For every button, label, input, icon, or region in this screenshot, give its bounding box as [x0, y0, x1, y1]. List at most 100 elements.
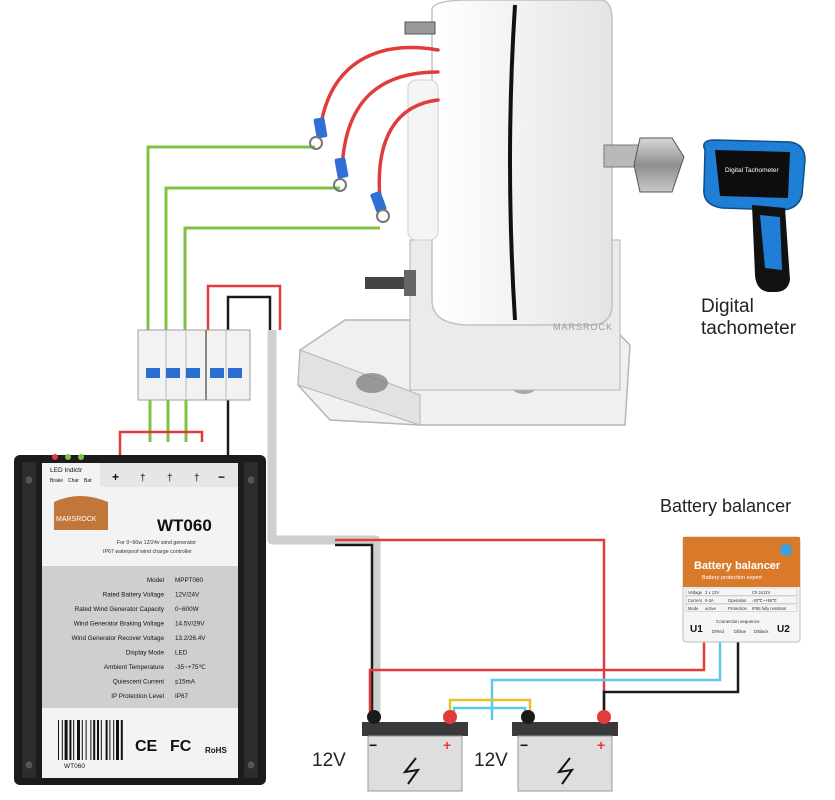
tachometer-label-line2: tachometer — [701, 318, 797, 339]
breaker-lever-2[interactable] — [166, 368, 180, 378]
breaker-lever-1[interactable] — [146, 368, 160, 378]
spec-label: Display Mode — [126, 650, 165, 657]
controller-breaker-wires — [118, 284, 282, 455]
pin-label-2: D/blue — [734, 629, 747, 634]
barcode-bar — [105, 720, 108, 760]
spec-value: IP67 — [175, 693, 188, 700]
brand-text: MARSROCK — [56, 516, 97, 523]
led-label-brake: Brake — [50, 478, 63, 484]
spec-value: 14.5V/29V — [175, 621, 205, 628]
spec-label: Wind Generator Braking Voltage — [74, 621, 165, 628]
spec-value: -35~+75℃ — [175, 664, 206, 671]
balancer-table-cell: Current — [688, 598, 703, 603]
pin-label-3: D/Black — [754, 629, 769, 634]
battery-1-neg: − — [369, 737, 377, 753]
barcode-bar — [61, 720, 63, 760]
battery-2: − + — [512, 710, 618, 792]
terminal-label-pos: + — [112, 470, 119, 484]
balancer-table-row — [685, 595, 798, 604]
generator-housing — [431, 0, 613, 326]
shaft-nut — [633, 137, 685, 193]
spec-value: 12V/24V — [175, 592, 200, 599]
balancer-table-cell: Voltage — [688, 590, 703, 595]
terminal-label-ac3: † — [194, 473, 200, 484]
subtitle-line-1: For 0~60w 12/24v wind generator — [117, 540, 196, 546]
spec-value: 0~600W — [175, 606, 199, 613]
balancer-table-cell: IP65 fully resistant — [752, 606, 787, 611]
barcode-bar — [93, 720, 96, 760]
spec-label: IP Protection Level — [111, 693, 164, 700]
led-label-char: Char — [68, 478, 79, 484]
port-u1: U1 — [690, 624, 703, 635]
battery-wires — [335, 538, 740, 722]
spec-label: Quiescent Current — [113, 679, 164, 686]
cert-fc: FC — [170, 738, 192, 755]
barcode-bar — [64, 720, 68, 760]
battery-2-voltage: 12V — [474, 750, 508, 771]
barcode-bar — [81, 720, 83, 760]
wind-generator: MARSROCK — [297, 0, 685, 426]
spec-value: ≤15mA — [175, 679, 196, 686]
barcode-bar — [120, 720, 123, 760]
barcode-text: WT060 — [64, 763, 85, 770]
balancer-table-row — [685, 587, 798, 596]
balancer-caption: Battery balancer — [660, 496, 792, 516]
battery-2-bolt-icon — [556, 757, 575, 785]
green-wire-2 — [164, 186, 340, 338]
battery-2-neg: − — [520, 737, 528, 753]
breaker-lever-4[interactable] — [210, 368, 224, 378]
balancer-table-cell: active — [705, 606, 717, 611]
barcode-bar — [73, 720, 75, 760]
spec-value: LED — [175, 650, 188, 657]
barcode-bar — [58, 720, 59, 760]
wind-charge-controller: LED Indictr Brake Char Bat + † † † − MAR… — [14, 454, 266, 785]
terminal-label-ac1: † — [140, 473, 146, 484]
digital-tachometer: Digital Tachometer — [703, 139, 806, 292]
circuit-breaker — [137, 329, 251, 401]
barcode-bar — [113, 720, 115, 760]
breaker-lever-3[interactable] — [186, 368, 200, 378]
tachometer-device-text: Digital Tachometer — [725, 167, 780, 174]
spec-label: Rated Battery Voltage — [103, 592, 165, 599]
balancer-table-cell: Ch 2x12V — [752, 590, 771, 595]
sequence-label: Connection sequence — [716, 619, 760, 624]
balancer-table-cell: Operation — [728, 598, 747, 603]
barcode-bar — [100, 720, 102, 760]
balancer-table-cell: Protection — [728, 606, 748, 611]
battery-2-pos: + — [597, 737, 605, 753]
spec-label: Model — [147, 577, 164, 584]
port-u2: U2 — [777, 624, 790, 635]
cert-ce: CE — [135, 738, 158, 755]
ring-terminals — [309, 117, 390, 223]
battery-1-voltage: 12V — [312, 750, 346, 771]
green-wire-1 — [146, 145, 315, 338]
battery-1-pos: + — [443, 737, 451, 753]
breaker-lever-5[interactable] — [228, 368, 242, 378]
barcode-bar — [97, 720, 99, 760]
green-wire-3 — [183, 226, 380, 338]
spec-label: Rated Wind Generator Capacity — [75, 606, 165, 613]
terminal-label-neg: − — [218, 470, 225, 484]
spec-label: Wind Generator Recover Voltage — [72, 635, 165, 642]
balancer-title: Battery balancer — [694, 560, 781, 572]
battery-balancer: Battery balancer Battery protection expe… — [682, 536, 801, 643]
balancer-table-cell: Mode — [688, 606, 699, 611]
spec-value: MPPT060 — [175, 577, 203, 584]
spec-value: 13.2/26.4V — [175, 635, 206, 642]
barcode-bar — [109, 720, 111, 760]
balancer-table-cell: -20℃~+55℃ — [752, 598, 777, 603]
generator-stamp: MARSROCK — [553, 322, 613, 332]
battery-1: − + — [362, 710, 468, 792]
terminal-label-ac2: † — [167, 473, 173, 484]
pin-label-1: D/Red — [712, 629, 725, 634]
led-header: LED Indictr — [50, 467, 83, 474]
balancer-table-cell: 0-3A — [705, 598, 714, 603]
battery-1-bolt-icon — [402, 757, 421, 785]
cert-rohs: RoHS — [205, 746, 227, 755]
subtitle-line-2: IP67 waterpoof wind charge controller — [103, 549, 192, 555]
green-wires — [146, 145, 380, 442]
led-label-bat: Bat — [84, 478, 92, 484]
